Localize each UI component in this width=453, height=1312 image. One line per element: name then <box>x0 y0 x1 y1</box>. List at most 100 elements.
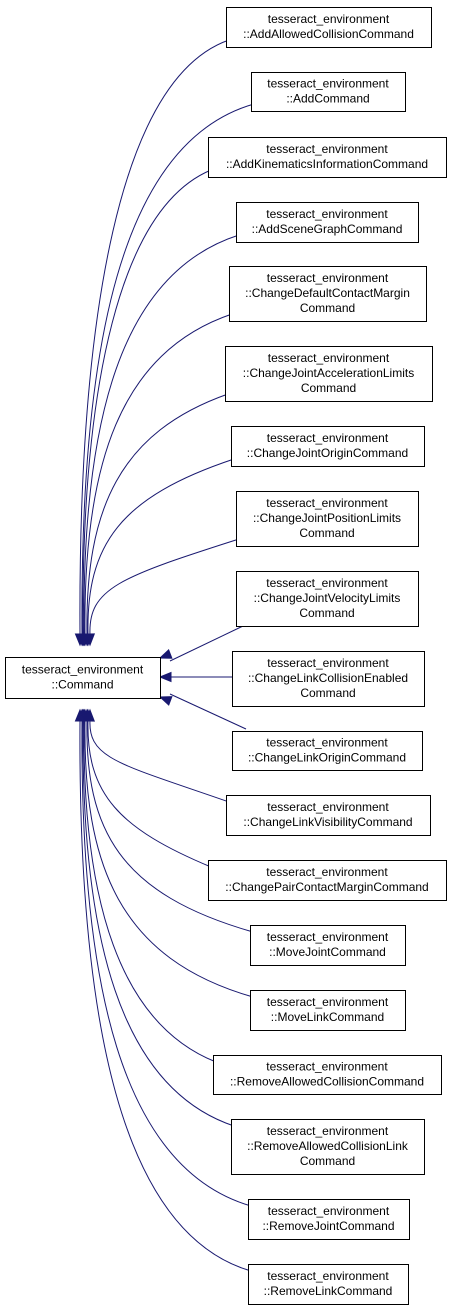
inheritance-edges <box>74 39 255 1272</box>
edge-change-joint-acceleration-limits-command <box>86 393 229 636</box>
node-change-joint-origin-command-label-line-1: tesseract_environment <box>267 431 389 445</box>
node-move-joint-command-label-line-2: ::MoveJointCommand <box>269 945 386 959</box>
node-remove-link-command-label-line-1: tesseract_environment <box>267 1269 389 1283</box>
node-change-link-visibility-command-box <box>226 795 431 836</box>
node-move-link-command[interactable]: tesseract_environment::MoveLinkCommand <box>250 990 406 1031</box>
node-change-joint-acceleration-limits-command-label-line-1: tesseract_environment <box>268 351 390 365</box>
node-change-joint-acceleration-limits-command-label-line-3: Command <box>301 381 356 395</box>
node-remove-joint-command-box <box>248 1199 410 1240</box>
node-change-link-origin-command-label-line-1: tesseract_environment <box>266 736 388 750</box>
node-move-link-command-label-line-2: ::MoveLinkCommand <box>271 1010 384 1024</box>
node-change-link-visibility-command-label-line-1: tesseract_environment <box>267 800 389 814</box>
edge-change-link-visibility-command <box>89 719 230 803</box>
node-change-link-collision-enabled-command-label-line-2: ::ChangeLinkCollisionEnabled <box>248 671 408 685</box>
node-change-pair-contact-margin-command-box <box>208 860 447 901</box>
node-add-scene-graph-command[interactable]: tesseract_environment::AddSceneGraphComm… <box>236 202 419 243</box>
node-add-kinematics-information-command-label-line-2: ::AddKinematicsInformationCommand <box>226 157 428 171</box>
node-change-default-contact-margin-command-box <box>229 266 427 322</box>
arrowhead-change-joint-position-limits-command <box>84 633 96 647</box>
node-remove-allowed-collision-command[interactable]: tesseract_environment::RemoveAllowedColl… <box>213 1055 442 1095</box>
node-change-pair-contact-margin-command[interactable]: tesseract_environment::ChangePairContact… <box>208 860 447 901</box>
node-change-joint-acceleration-limits-command-label-line-2: ::ChangeJointAccelerationLimits <box>243 366 414 380</box>
edge-move-link-command <box>84 719 254 998</box>
node-add-scene-graph-command-box <box>236 202 419 243</box>
node-add-kinematics-information-command-box <box>208 137 447 178</box>
node-command-label-line-2: ::Command <box>51 678 113 692</box>
edge-add-allowed-collision-command <box>79 39 230 636</box>
node-remove-link-command-label-line-2: ::RemoveLinkCommand <box>264 1284 393 1298</box>
node-change-joint-position-limits-command[interactable]: tesseract_environment::ChangeJointPositi… <box>236 491 419 547</box>
node-change-default-contact-margin-command[interactable]: tesseract_environment::ChangeDefaultCont… <box>229 266 427 322</box>
arrowhead-change-joint-velocity-limits-command <box>158 648 173 659</box>
node-move-link-command-label-line-1: tesseract_environment <box>267 995 389 1009</box>
node-change-joint-origin-command[interactable]: tesseract_environment::ChangeJointOrigin… <box>231 426 425 467</box>
node-change-joint-acceleration-limits-command-box <box>225 346 433 402</box>
node-remove-allowed-collision-command-label-line-1: tesseract_environment <box>266 1060 388 1074</box>
node-command-box <box>5 657 161 699</box>
node-change-link-visibility-command-label-line-2: ::ChangeLinkVisibilityCommand <box>243 815 412 829</box>
arrowhead-remove-link-command <box>74 708 86 722</box>
node-remove-link-command[interactable]: tesseract_environment::RemoveLinkCommand <box>248 1264 409 1305</box>
node-remove-allowed-collision-link-command-label-line-1: tesseract_environment <box>267 1124 389 1138</box>
node-change-joint-origin-command-box <box>231 426 425 467</box>
edge-remove-allowed-collision-command <box>83 719 217 1063</box>
node-add-allowed-collision-command[interactable]: tesseract_environment::AddAllowedCollisi… <box>226 7 432 48</box>
node-move-joint-command[interactable]: tesseract_environment::MoveJointCommand <box>250 925 406 966</box>
edge-add-scene-graph-command <box>83 234 240 636</box>
node-remove-allowed-collision-link-command-box <box>231 1119 425 1175</box>
arrowhead-change-link-collision-enabled-command <box>158 671 172 683</box>
node-add-command-box <box>251 72 406 112</box>
node-remove-allowed-collision-link-command[interactable]: tesseract_environment::RemoveAllowedColl… <box>231 1119 425 1175</box>
edge-change-joint-position-limits-command <box>89 538 240 636</box>
node-change-joint-acceleration-limits-command[interactable]: tesseract_environment::ChangeJointAccele… <box>225 346 433 402</box>
node-add-scene-graph-command-label-line-1: tesseract_environment <box>266 207 388 221</box>
node-add-allowed-collision-command-box <box>226 7 432 48</box>
node-remove-joint-command[interactable]: tesseract_environment::RemoveJointComman… <box>248 1199 410 1240</box>
node-remove-allowed-collision-link-command-label-line-2: ::RemoveAllowedCollisionLink <box>247 1139 409 1153</box>
edge-change-pair-contact-margin-command <box>87 719 212 868</box>
node-change-joint-velocity-limits-command-label-line-3: Command <box>299 606 354 620</box>
arrowhead-change-link-origin-command <box>158 696 173 706</box>
edge-remove-allowed-collision-link-command <box>82 719 235 1127</box>
node-change-pair-contact-margin-command-label-line-2: ::ChangePairContactMarginCommand <box>225 880 428 894</box>
node-change-link-collision-enabled-command-box <box>232 651 425 707</box>
node-change-joint-position-limits-command-label-line-1: tesseract_environment <box>266 496 388 510</box>
node-add-kinematics-information-command[interactable]: tesseract_environment::AddKinematicsInfo… <box>208 137 447 178</box>
node-change-link-visibility-command[interactable]: tesseract_environment::ChangeLinkVisibil… <box>226 795 431 836</box>
edge-remove-link-command <box>79 719 252 1272</box>
class-nodes: tesseract_environment::AddAllowedCollisi… <box>5 7 447 1305</box>
node-add-command-label-line-1: tesseract_environment <box>267 77 389 91</box>
node-change-joint-position-limits-command-label-line-2: ::ChangeJointPositionLimits <box>253 511 401 525</box>
edge-move-joint-command <box>86 719 254 933</box>
node-change-joint-velocity-limits-command-label-line-2: ::ChangeJointVelocityLimits <box>254 591 401 605</box>
node-move-link-command-box <box>250 990 406 1031</box>
node-change-link-collision-enabled-command-label-line-1: tesseract_environment <box>267 656 389 670</box>
node-change-link-origin-command-box <box>232 731 423 771</box>
node-change-link-collision-enabled-command[interactable]: tesseract_environment::ChangeLinkCollisi… <box>232 651 425 707</box>
node-change-joint-velocity-limits-command[interactable]: tesseract_environment::ChangeJointVeloci… <box>236 571 419 627</box>
node-change-pair-contact-margin-command-label-line-1: tesseract_environment <box>266 865 388 879</box>
node-command[interactable]: tesseract_environment::Command <box>5 657 161 699</box>
node-remove-joint-command-label-line-2: ::RemoveJointCommand <box>262 1219 394 1233</box>
node-change-joint-velocity-limits-command-box <box>236 571 419 627</box>
node-change-joint-origin-command-label-line-2: ::ChangeJointOriginCommand <box>247 446 408 460</box>
node-remove-link-command-box <box>248 1264 409 1305</box>
node-change-default-contact-margin-command-label-line-1: tesseract_environment <box>267 271 389 285</box>
node-change-joint-position-limits-command-box <box>236 491 419 547</box>
node-add-scene-graph-command-label-line-2: ::AddSceneGraphCommand <box>252 222 403 236</box>
edge-change-joint-velocity-limits-command <box>169 625 244 662</box>
edge-add-command <box>81 103 255 636</box>
node-change-default-contact-margin-command-label-line-3: Command <box>300 301 355 315</box>
node-add-allowed-collision-command-label-line-1: tesseract_environment <box>268 12 390 26</box>
node-change-link-origin-command-label-line-2: ::ChangeLinkOriginCommand <box>248 751 406 765</box>
node-change-default-contact-margin-command-label-line-2: ::ChangeDefaultContactMargin <box>245 286 410 300</box>
node-add-command-label-line-2: ::AddCommand <box>286 92 369 106</box>
node-add-kinematics-information-command-label-line-1: tesseract_environment <box>266 142 388 156</box>
node-remove-joint-command-label-line-1: tesseract_environment <box>268 1204 390 1218</box>
edge-remove-joint-command <box>81 719 252 1207</box>
node-add-command[interactable]: tesseract_environment::AddCommand <box>251 72 406 112</box>
node-change-link-origin-command[interactable]: tesseract_environment::ChangeLinkOriginC… <box>232 731 423 771</box>
node-change-link-collision-enabled-command-label-line-3: Command <box>300 686 355 700</box>
node-move-joint-command-label-line-1: tesseract_environment <box>267 930 389 944</box>
